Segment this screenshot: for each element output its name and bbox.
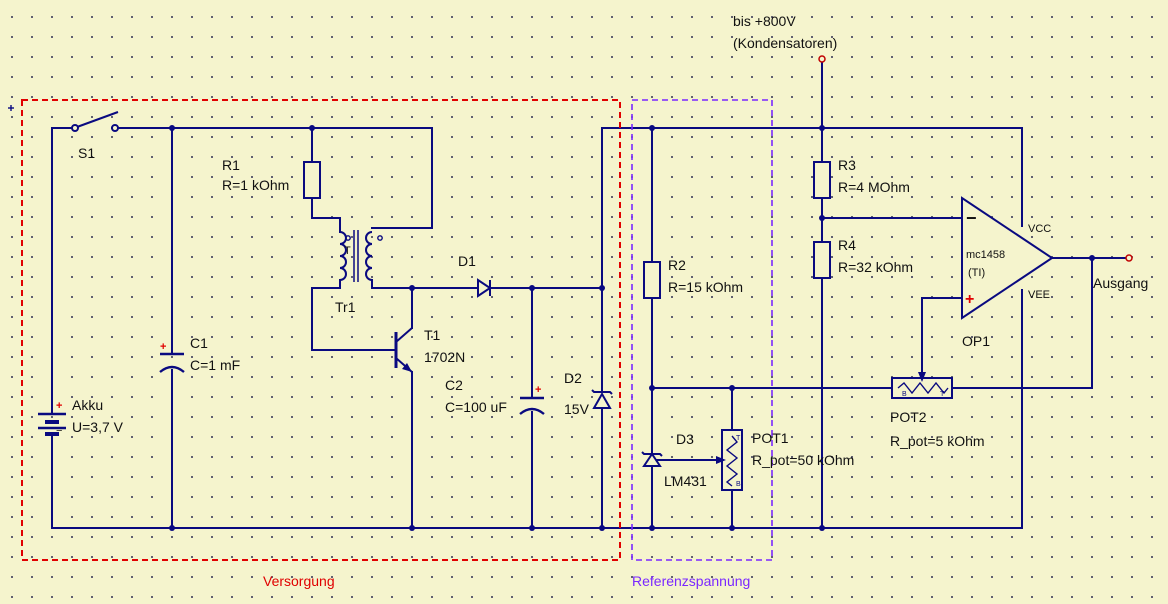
d3-name: D3 [676,431,694,447]
c1-name: C1 [190,335,208,351]
t1-type: 1702N [424,349,465,365]
pot2-b-label: B [902,391,907,398]
opamp-type: mc1458 [966,249,1005,261]
d1-label: D1 [458,253,476,269]
pot2-t-label: T [940,391,945,398]
d3-type: LM431 [664,473,707,489]
c2-value: C=100 uF [445,399,507,415]
capacitor-c2: + [519,384,545,415]
output-label: Ausgang [1093,275,1148,291]
resistor-r1 [303,161,321,199]
opamp-plus-sign: + [965,291,974,308]
output-terminal [1125,254,1133,262]
pot1-t-label: T [736,435,741,442]
akku-plus-sign: + [56,400,62,412]
r3-name: R3 [838,157,856,173]
resistor-r4 [813,241,831,279]
opamp-vendor: (TI) [968,267,985,279]
opamp-vee: VEE [1028,289,1050,301]
opamp-name: OP1 [962,333,990,349]
labels: bis +800V (Kondensatoren) S1 R1 R=1 kOhm… [56,13,1148,589]
akku-minus-sign: − [56,425,62,437]
akku-value: U=3,7 V [72,419,124,435]
d2-value: 15V [564,401,590,417]
pot2-value: R_pot=5 kOhm [890,433,985,449]
origin-marker [8,105,14,111]
opamp-op1: − + [961,196,1054,320]
transistor-t1 [394,327,413,373]
switch-s1 [71,111,119,132]
resistor-r3 [813,161,831,199]
potentiometer-pot1: T B [716,429,743,491]
r4-value: R=32 kOhm [838,259,913,275]
reference-diode-d3 [641,451,663,467]
zener-diode-d2 [591,389,613,409]
capacitor-c1: + [159,341,185,373]
pot1-value: R_pot=50 kOhm [752,452,854,468]
top-note-voltage: bis +800V [733,13,796,29]
resistor-r2 [643,261,661,299]
pot1-b-label: B [736,481,741,488]
r1-value: R=1 kOhm [222,177,289,193]
reference-group-label: Referenzspannung [632,573,750,589]
wires [51,61,1127,529]
d2-name: D2 [564,370,582,386]
pot2-name: POT2 [890,409,927,425]
r2-value: R=15 kOhm [668,279,743,295]
high-voltage-terminal [818,55,826,63]
transformer-tr1: T [339,230,383,282]
akku-name: Akku [72,397,103,413]
c2-plus-sign: + [535,384,541,396]
c1-value: C=1 mF [190,357,240,373]
opamp-vcc: VCC [1028,223,1051,235]
s1-label: S1 [78,145,95,161]
reference-group-box [631,99,773,561]
junction-dots [169,125,1095,531]
r4-name: R4 [838,237,856,253]
potentiometer-pot2: B T [891,372,953,399]
opamp-minus-sign: − [966,208,977,228]
diode-d1 [477,278,492,298]
t1-name: T1 [424,327,441,343]
c1-plus-sign: + [160,341,166,353]
pot1-name: POT1 [752,430,789,446]
top-note-capacitors: (Kondensatoren) [733,35,837,51]
c2-name: C2 [445,377,463,393]
battery-akku: + [38,400,66,436]
r3-value: R=4 MOhm [838,179,910,195]
r2-name: R2 [668,257,686,273]
supply-group-label: Versorgung [263,573,335,589]
tr1-tap-label: T [344,245,351,257]
tr1-label: Tr1 [335,299,356,315]
r1-name: R1 [222,157,240,173]
supply-group-box [21,99,621,561]
